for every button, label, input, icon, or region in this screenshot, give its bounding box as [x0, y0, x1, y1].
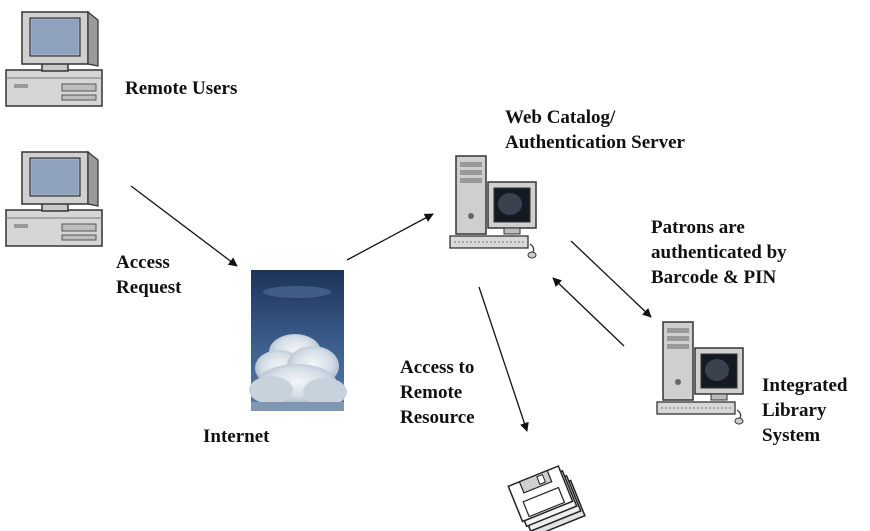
arrow-server-to-ils: [570, 240, 652, 318]
patrons-authenticated-label: Patrons are authenticated by Barcode & P…: [651, 217, 787, 288]
arrow-ils-to-server: [552, 277, 625, 347]
integrated-library-system-icon: [656, 321, 744, 425]
remote-user-computer-2-icon: [5, 150, 103, 247]
web-catalog-server-icon: [449, 155, 537, 259]
integrated-library-system-label: Integrated Library System: [762, 375, 848, 446]
internet-cloud-image: [249, 270, 347, 411]
arrow-internet-to-server: [346, 213, 434, 261]
web-catalog-label: Web Catalog/ Authentication Server: [505, 107, 685, 153]
remote-user-computer-1-icon: [5, 10, 103, 107]
arrow-server-to-resource: [478, 286, 529, 432]
internet-label: Internet: [203, 426, 270, 447]
arrow-user-to-internet: [130, 185, 238, 267]
access-remote-resource-label: Access to Remote Resource: [400, 357, 475, 428]
remote-users-label: Remote Users: [125, 78, 238, 99]
access-request-label: Access Request: [116, 252, 182, 298]
remote-resource-disks-icon: [507, 465, 586, 531]
